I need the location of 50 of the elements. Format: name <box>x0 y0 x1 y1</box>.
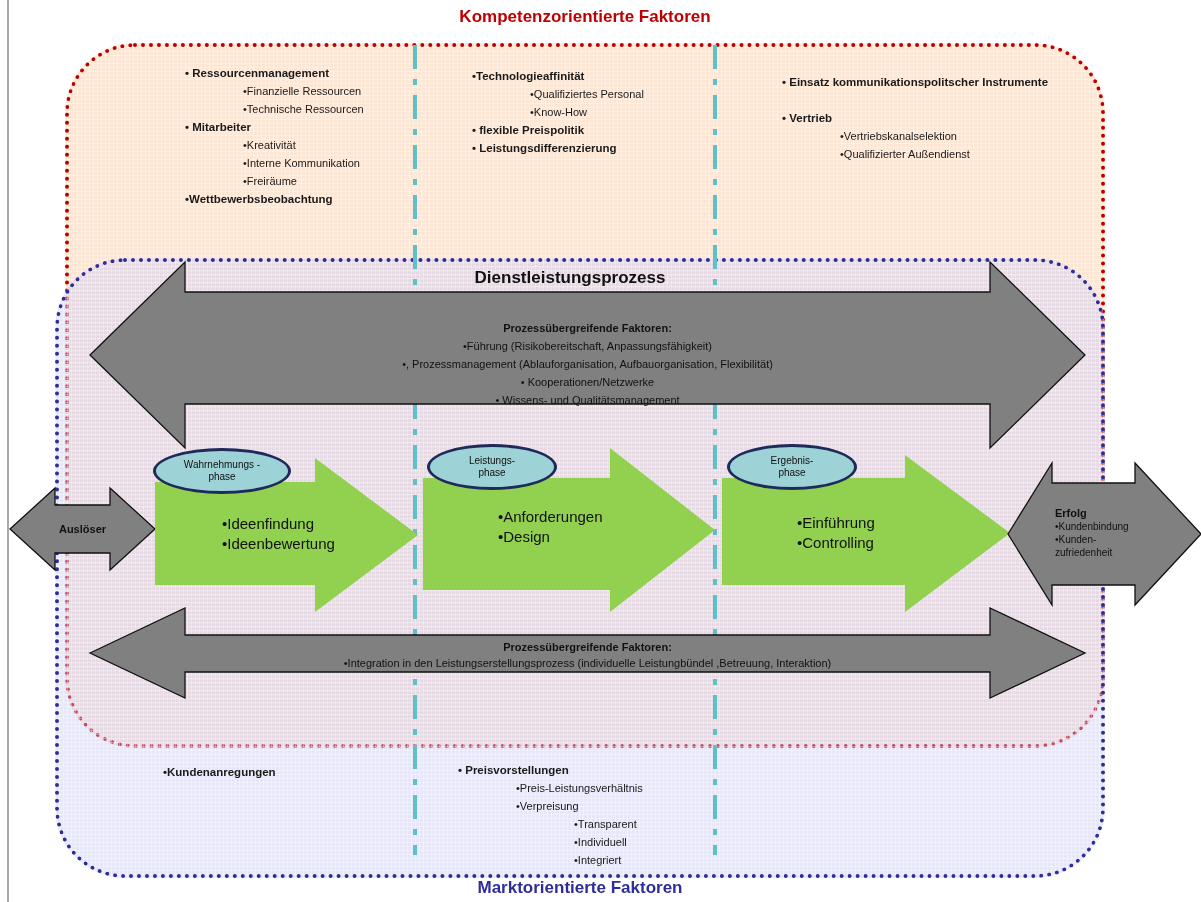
bullet-item: •Finanzielle Ressourcen <box>243 84 362 99</box>
bullet-item: •Kundenanregungen <box>163 765 276 780</box>
arrow-heading: Auslöser <box>57 522 108 536</box>
bullet-item: •Qualifizierter Außendienst <box>840 147 970 162</box>
arrow-text: •, Prozessmanagement (Ablauforganisation, Aufbauorganisation, Flexibilität) <box>401 357 774 372</box>
phase-ellipse <box>153 448 291 494</box>
phase-ellipse <box>427 444 557 490</box>
bullet-item: •Transparent <box>574 817 637 832</box>
bullet-item: • flexible Preispolitik <box>472 123 585 138</box>
diagram-heading: Dienstleistungsprozess <box>473 268 667 288</box>
bullet-item: •Integriert <box>574 853 622 868</box>
phase-label: Ergebnis- phase <box>769 455 815 479</box>
bullet-item: •Preis-Leistungsverhältnis <box>516 781 643 796</box>
arrow-heading: Prozessübergreifende Faktoren: <box>502 640 673 655</box>
region-title: Kompetenzorientierte Faktoren <box>458 7 712 27</box>
bullet-item: •Qualifiziertes Personal <box>530 87 644 102</box>
arrow-text: •Controlling <box>797 533 875 553</box>
bullet-item: • Ressourcenmanagement <box>185 66 329 81</box>
phase-label: Leistungs- phase <box>467 455 517 479</box>
bullet-item: •Wettbewerbsbeobachtung <box>185 192 333 207</box>
bullet-item: • Einsatz kommunikationspolitscher Instrumente <box>782 75 1050 90</box>
bullet-item: •Freiräume <box>243 174 297 189</box>
arrow-text: •Führung (Risikobereitschaft, Anpassungsfähigkeit) <box>461 339 713 354</box>
phase-ellipse <box>727 444 857 490</box>
bullet-item: •Vertriebskanalselektion <box>840 129 957 144</box>
arrow-text: •Einführung <box>797 513 876 533</box>
bullet-item: • Mitarbeiter <box>185 120 251 135</box>
arrow-heading: Erfolg <box>1055 507 1088 520</box>
arrow-text: •Ideenfindung <box>222 514 315 534</box>
bullet-item: •Kreativität <box>243 138 296 153</box>
bullet-item: • Leistungsdifferenzierung <box>472 141 617 156</box>
bullet-item: •Interne Kommunikation <box>243 156 360 171</box>
arrow-text: •Kunden- zufriedenheit <box>1055 533 1114 559</box>
region-title: Marktorientierte Faktoren <box>476 878 684 898</box>
bullet-item: •Technologieaffinität <box>472 69 585 84</box>
arrow-text: •Anforderungen <box>498 507 604 527</box>
arrow-heading: Prozessübergreifende Faktoren: <box>502 321 673 336</box>
arrow-text: •Kundenbindung <box>1055 520 1130 533</box>
bullet-item: •Verpreisung <box>516 799 579 814</box>
bullet-item: •Technische Ressourcen <box>243 102 364 117</box>
bullet-item: • Preisvorstellungen <box>458 763 569 778</box>
arrow-text: • Wissens- und Qualitätsmanagement <box>494 393 681 408</box>
bullet-item: •Know-How <box>530 105 588 120</box>
arrow-text: • Kooperationen/Netzwerke <box>519 375 656 390</box>
arrow-text: •Integration in den Leistungserstellungsprozess (individuelle Leistungbündel ,Betreuung, Interaktion) <box>342 656 833 671</box>
bullet-item: • Vertrieb <box>782 111 833 126</box>
bullet-item: •Individuell <box>574 835 627 850</box>
phase-label: Wahrnehmungs -phase <box>183 459 261 483</box>
arrow-text: •Ideenbewertung <box>222 534 336 554</box>
arrow-text: •Design <box>498 527 551 547</box>
